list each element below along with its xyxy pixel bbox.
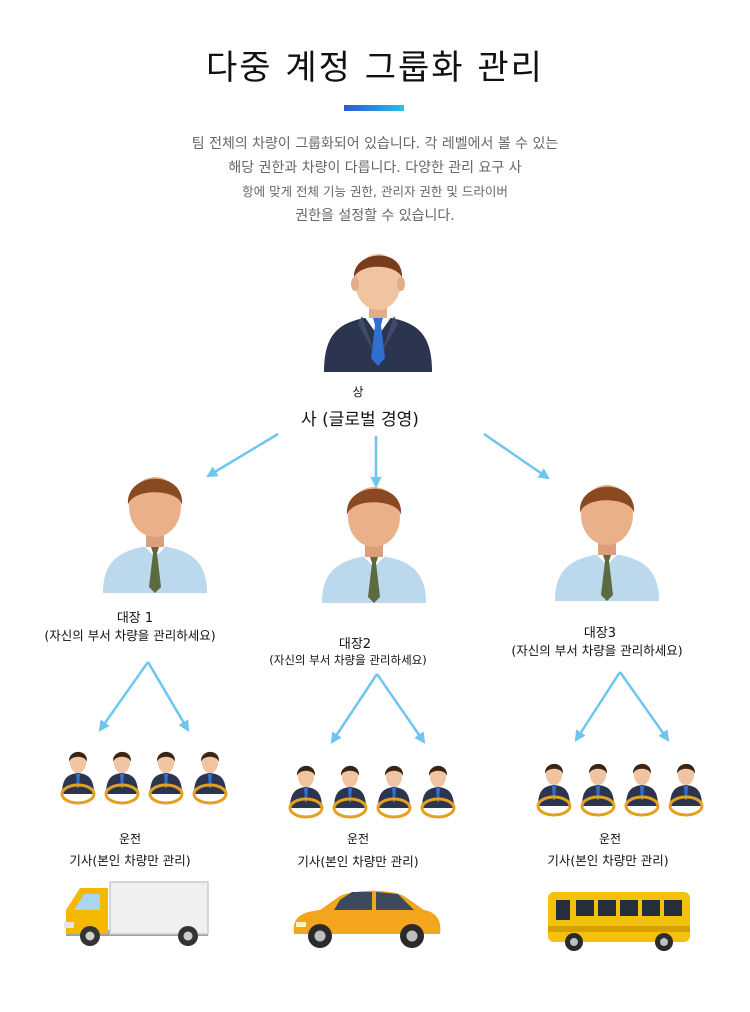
dept-1-desc: (자신의 부서 차량을 관리하세요) <box>44 628 216 643</box>
driver-group-2-desc: 기사(본인 차량만 관리) <box>297 854 419 869</box>
bus-icon <box>548 892 690 951</box>
dept-1-name: 대장 1 <box>116 611 154 626</box>
dept-arrows <box>98 661 670 744</box>
ceo-label-line-2: 사 (글로벌 경영) <box>301 410 419 430</box>
driver-group-1 <box>62 752 226 803</box>
intro-line-1: 팀 전체의 차량이 그룹화되어 있습니다. 각 레벨에서 볼 수 있는 <box>191 136 559 152</box>
arrow-dept-3-left <box>574 671 622 742</box>
dept-3-name: 대장3 <box>583 626 617 641</box>
intro-line-3: 항에 맞게 전체 기능 권한, 관리자 권한 및 드라이버 <box>242 184 508 199</box>
driver-group-3-name: 운전 <box>598 832 622 846</box>
ceo-arrows <box>206 432 550 489</box>
driver-group-3-desc: 기사(본인 차량만 관리) <box>547 853 669 868</box>
intro-line-2: 해당 권한과 차량이 다릅니다. 다양한 관리 요구 사 <box>228 160 522 176</box>
arrow-dept-2-right <box>375 673 426 744</box>
page-title: 다중 계정 그룹화 관리 <box>206 48 544 88</box>
truck-icon <box>64 881 209 946</box>
arrow-dept-2-left <box>330 673 379 744</box>
driver-group-3 <box>538 764 702 815</box>
driver-group-1-name: 운전 <box>118 832 142 846</box>
driver-group-2 <box>290 766 454 817</box>
driver-group-1-desc: 기사(본인 차량만 관리) <box>69 853 191 868</box>
manager-avatar-2 <box>322 487 426 603</box>
arrow-dept-1-left <box>98 661 150 732</box>
arrow-ceo-to-dept-1 <box>206 432 279 478</box>
arrow-dept-1-right <box>146 661 190 732</box>
arrow-dept-3-right <box>618 671 670 742</box>
ceo-label-line-1: 상 <box>352 385 364 399</box>
arrow-ceo-to-dept-3 <box>483 432 550 480</box>
dept-2-name: 대장2 <box>338 637 372 652</box>
manager-avatar-1 <box>103 477 207 593</box>
dept-3-desc: (자신의 부서 차량을 관리하세요) <box>511 643 683 658</box>
dept-2-desc: (자신의 부서 차량을 관리하세요) <box>269 653 427 667</box>
ceo-avatar <box>324 254 432 372</box>
intro-line-4: 권한을 설정할 수 있습니다. <box>295 208 455 224</box>
manager-avatar-3 <box>555 485 659 601</box>
intro-text: 팀 전체의 차량이 그룹화되어 있습니다. 각 레벨에서 볼 수 있는 해당 권… <box>40 132 710 228</box>
car-icon <box>293 890 441 948</box>
title-underline <box>344 105 404 111</box>
driver-group-2-name: 운전 <box>346 832 370 846</box>
